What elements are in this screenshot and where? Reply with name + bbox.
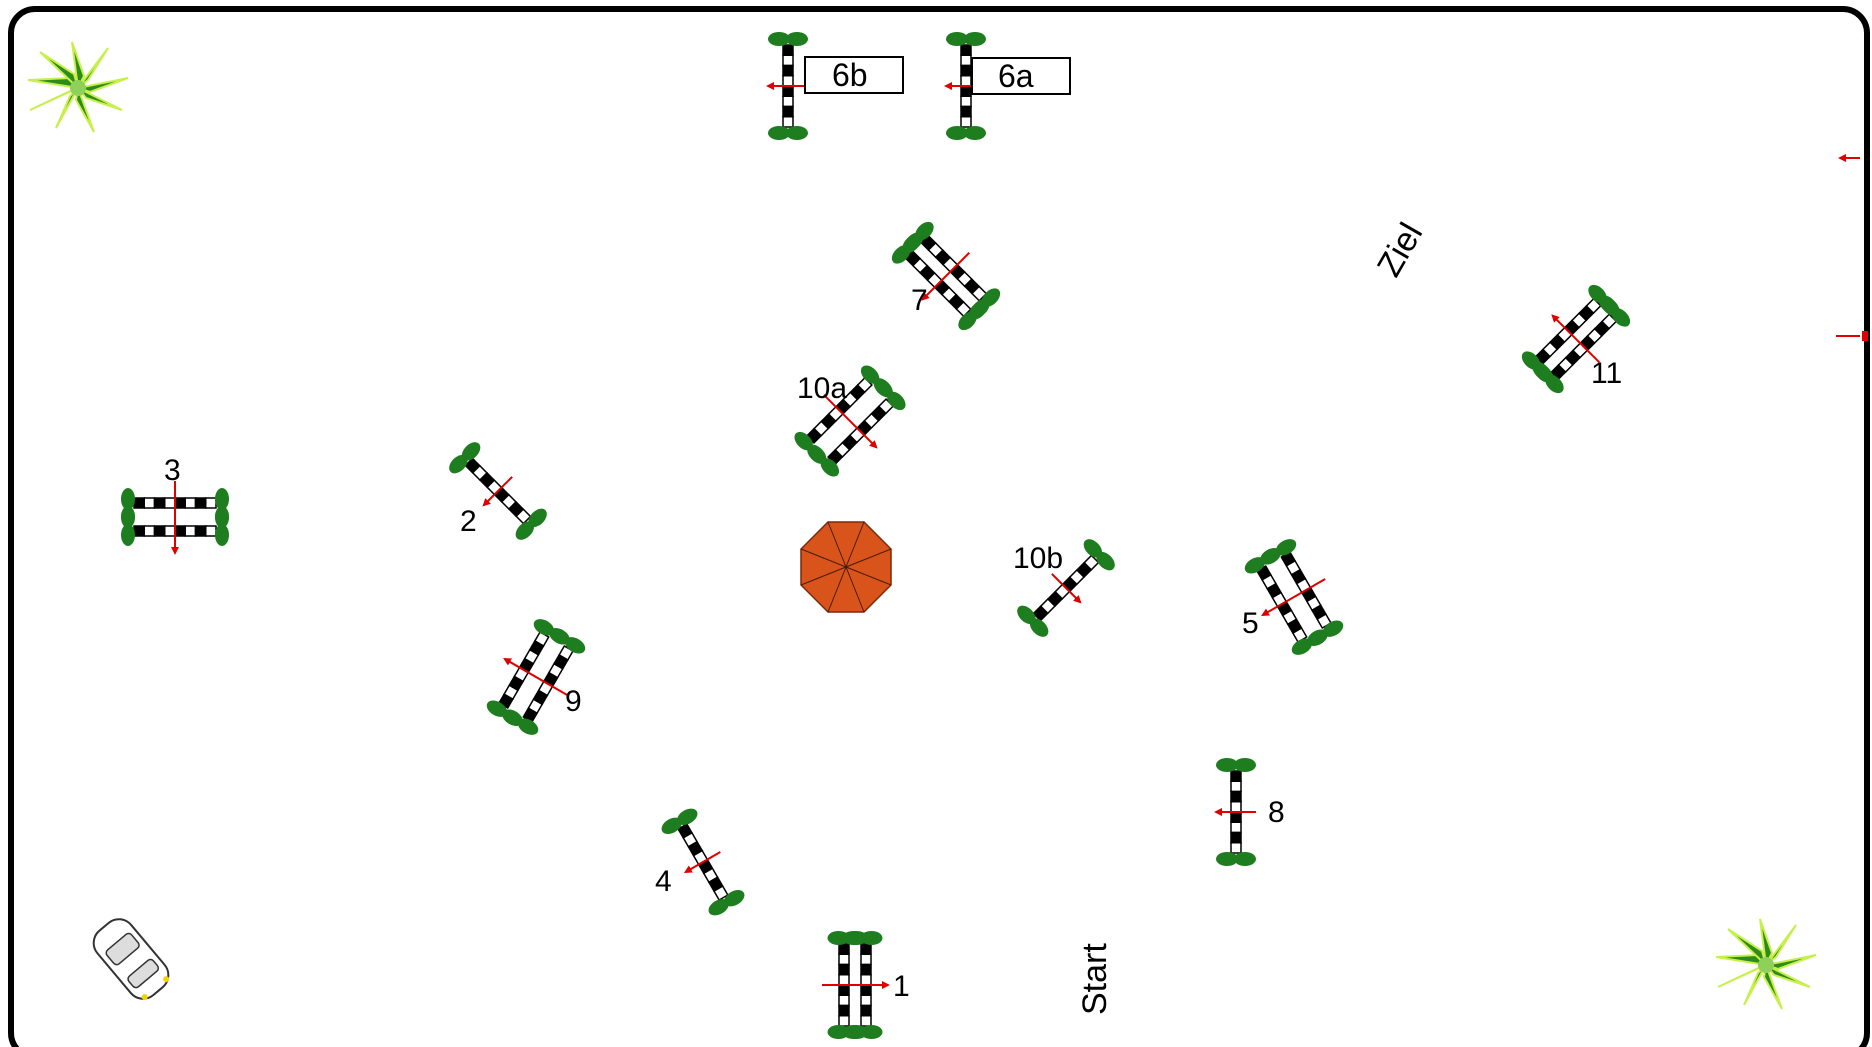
direction-arrow xyxy=(1051,573,1082,604)
shrub-icon xyxy=(1244,548,1281,574)
shrub-icon xyxy=(768,126,808,140)
start-label: Start xyxy=(1076,943,1114,1015)
shrub-icon xyxy=(946,126,986,140)
shrub-icon xyxy=(661,808,698,834)
label-box-6b xyxy=(804,56,904,94)
direction-arrow xyxy=(503,658,568,696)
obstacle-1 xyxy=(822,931,890,1039)
obstacle-7 xyxy=(891,221,1001,331)
shrub-icon xyxy=(891,232,924,264)
obstacle-9 xyxy=(486,619,586,735)
arena-border xyxy=(8,6,1870,1047)
obstacle-2 xyxy=(449,442,547,540)
direction-arrow xyxy=(1261,578,1326,616)
obstacle-10b xyxy=(1017,539,1115,637)
obstacle-label-10a: 10a xyxy=(797,372,847,405)
umbrella-icon xyxy=(800,521,892,613)
shrub-icon xyxy=(549,628,586,654)
obstacle-label-1: 1 xyxy=(893,970,910,1003)
direction-arrow xyxy=(1551,314,1601,364)
obstacle-label-2: 2 xyxy=(460,505,477,538)
shrub-icon xyxy=(121,506,135,546)
direction-arrow xyxy=(683,851,721,873)
shrub-icon xyxy=(515,508,547,540)
obstacle-label-7: 7 xyxy=(911,284,928,317)
shrub-icon xyxy=(1216,852,1256,866)
label-box-6a xyxy=(971,57,1071,95)
obstacle-label-11: 11 xyxy=(1591,357,1622,390)
shrub-icon xyxy=(1017,605,1049,637)
obstacle-8 xyxy=(1214,758,1256,866)
obstacle-label-10b: 10b xyxy=(1013,542,1063,575)
shrub-icon xyxy=(1083,539,1115,571)
obstacle-label-4: 4 xyxy=(655,865,672,898)
obstacle-6a xyxy=(944,32,986,140)
obstacle-label-6b: 6b xyxy=(832,57,868,93)
shrub-icon xyxy=(807,445,840,477)
obstacle-10a xyxy=(794,365,906,477)
gate-arrow-bottom xyxy=(1836,331,1868,341)
obstacle-11 xyxy=(1521,284,1631,394)
shrub-icon xyxy=(874,378,906,411)
shrub-icon xyxy=(708,890,745,916)
shrub-icon xyxy=(946,32,986,46)
obstacle-6b xyxy=(766,32,808,140)
obstacle-4 xyxy=(661,808,745,916)
shrub-icon xyxy=(1291,629,1328,655)
obstacles-layer xyxy=(121,32,1631,1039)
direction-arrow xyxy=(823,394,878,449)
shrub-icon xyxy=(958,298,990,331)
shrub-icon xyxy=(827,1025,868,1039)
shrub-icon xyxy=(768,32,808,46)
direction-arrow xyxy=(482,476,513,507)
shrub-icon xyxy=(827,931,868,945)
shrub-icon xyxy=(215,506,229,546)
palm-plant-icon xyxy=(27,41,129,133)
obstacle-3 xyxy=(121,481,229,555)
shrub-icon xyxy=(1216,758,1256,772)
direction-arrow xyxy=(921,251,971,301)
obstacle-label-5: 5 xyxy=(1242,607,1259,640)
shrub-icon xyxy=(1532,361,1564,394)
car-icon xyxy=(92,918,170,1001)
shrub-icon xyxy=(502,709,539,735)
obstacle-label-8: 8 xyxy=(1268,796,1285,829)
obstacle-label-3: 3 xyxy=(164,454,181,487)
shrub-icon xyxy=(449,442,481,474)
shrub-icon xyxy=(1598,295,1631,327)
palm-plant-icon xyxy=(1715,918,1817,1010)
obstacle-label-9: 9 xyxy=(565,685,582,718)
obstacle-label-6a: 6a xyxy=(998,58,1034,94)
obstacle-5 xyxy=(1244,539,1344,655)
